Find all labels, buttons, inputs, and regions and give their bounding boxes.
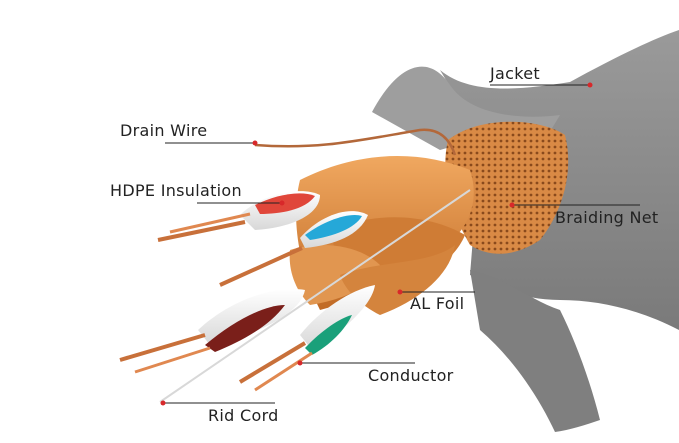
label-drain-wire: Drain Wire [120, 121, 208, 140]
label-hdpe-insulation: HDPE Insulation [110, 181, 242, 200]
leader-lines [163, 84, 640, 404]
label-al-foil: AL Foil [410, 294, 465, 313]
label-braiding-net: Braiding Net [555, 208, 659, 227]
label-rid-cord: Rid Cord [208, 406, 279, 425]
dot-rid-cord [160, 400, 166, 406]
al-foil-shape [289, 156, 474, 315]
dot-conductor [297, 360, 303, 366]
dot-al-foil [397, 289, 403, 295]
twisted-pairs [119, 128, 471, 403]
label-jacket: Jacket [490, 64, 540, 83]
label-conductor: Conductor [368, 366, 454, 385]
dot-jacket [587, 82, 593, 88]
braiding-net-shape [445, 121, 569, 254]
dot-drain-wire [252, 140, 258, 146]
dot-braiding [509, 202, 515, 208]
dot-hdpe [279, 200, 285, 206]
leader-dots [160, 82, 593, 406]
